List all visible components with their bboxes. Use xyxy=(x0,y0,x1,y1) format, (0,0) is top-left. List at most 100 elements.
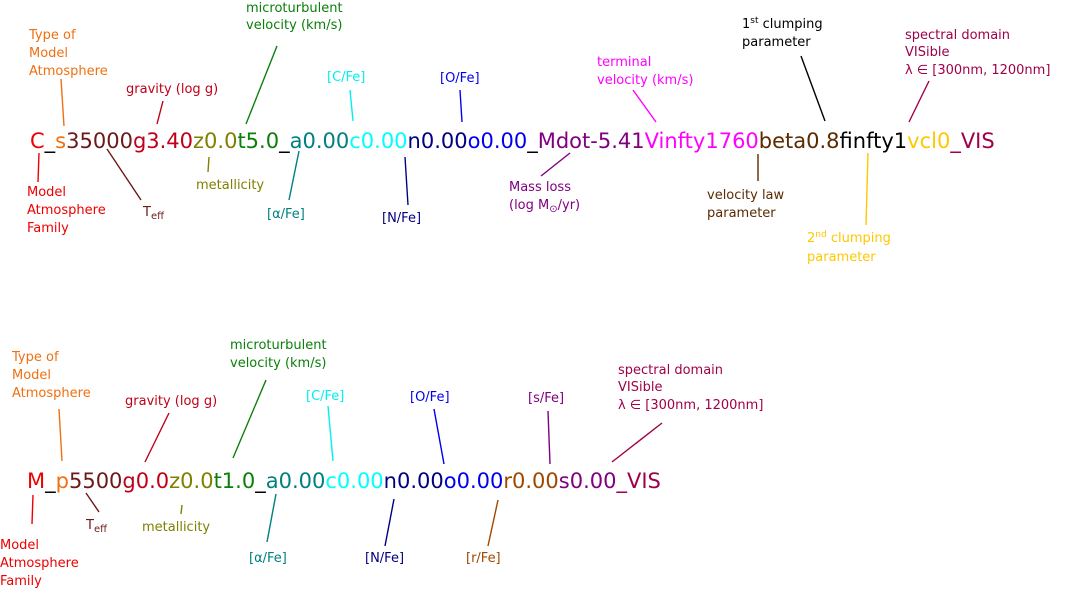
leader-line xyxy=(487,499,499,547)
leader-line xyxy=(288,150,300,201)
label-line: microturbulent xyxy=(230,338,327,353)
annotation-spectral-domain: spectral domain VISible λ ∈ [300nm, 1200… xyxy=(905,28,1050,123)
leader-line xyxy=(106,148,142,201)
leader-line xyxy=(459,89,463,123)
code-segment-sfe: s0.00 xyxy=(559,469,617,493)
code-segment-vis: _VIS xyxy=(615,469,660,494)
static-model-code-string: M_p5500g0.0z0.0t1.0_a0.00c0.00n0.00o0.00… xyxy=(27,469,661,494)
annotation-metallicity: metallicity xyxy=(196,156,264,193)
label-text: [r/Fe] xyxy=(466,551,501,566)
leader-line xyxy=(865,152,869,226)
annotation-second-clumping: 2nd clumping parameter xyxy=(807,152,891,265)
label-text: [N/Fe] xyxy=(382,211,421,226)
annotation-s-fe: [s/Fe] xyxy=(528,391,564,465)
annotation-gravity: gravity (log g) xyxy=(125,394,217,463)
annotation-c-fe: [C/Fe] xyxy=(306,389,344,462)
code-segment-microturb: t5.0 xyxy=(237,129,279,153)
label-text: gravity (log g) xyxy=(125,394,217,409)
leader-line xyxy=(540,152,571,177)
leader-line xyxy=(85,492,100,513)
code-segment-alpha: a0.00 xyxy=(290,129,350,153)
label-text: [N/Fe] xyxy=(365,551,404,566)
code-segment-family: M xyxy=(27,469,45,493)
annotation-terminal-velocity: terminal velocity (km/s) xyxy=(597,55,693,123)
label-line: 2nd clumping xyxy=(807,230,891,246)
annotation-metallicity: metallicity xyxy=(142,504,210,535)
leader-line xyxy=(37,152,40,183)
label-text: Teff xyxy=(85,518,108,535)
leader-line xyxy=(60,78,65,127)
code-segment-gravity: g3.40 xyxy=(133,129,193,153)
label-text: clumping xyxy=(759,17,823,32)
label-line: Family xyxy=(0,574,42,589)
label-text: clumping xyxy=(827,231,891,246)
leader-line xyxy=(611,422,663,463)
label-line: spectral domain xyxy=(618,363,723,378)
code-segment-teff: 35000 xyxy=(66,129,133,153)
annotation-microturbulent: microturbulent velocity (km/s) xyxy=(230,338,327,459)
label-line: Model xyxy=(12,368,51,383)
code-segment-microturb: t1.0 xyxy=(214,469,256,493)
label-line: parameter xyxy=(807,250,876,265)
label-line: spectral domain xyxy=(905,28,1010,43)
leader-line xyxy=(632,89,657,123)
annotation-r-fe: [r/Fe] xyxy=(466,499,501,566)
annotation-velocity-law: velocity law parameter xyxy=(707,154,785,221)
label-line: Atmosphere xyxy=(29,64,108,79)
code-segment-vis: _VIS xyxy=(949,129,994,154)
label-line: Atmosphere xyxy=(27,203,106,218)
annotation-o-fe: [O/Fe] xyxy=(440,71,480,123)
leader-line xyxy=(58,408,63,462)
code-segment-family: C xyxy=(30,129,45,153)
annotation-first-clumping: 1st clumping parameter xyxy=(742,16,826,122)
label-line: terminal xyxy=(597,55,651,70)
label-line: λ ∈ [300nm, 1200nm] xyxy=(905,63,1050,78)
label-line: 1st clumping xyxy=(742,16,823,32)
code-segment-massloss: Mdot-5.41 xyxy=(538,129,645,153)
label-line: VISible xyxy=(618,380,662,395)
annotation-spectral-domain: spectral domain VISible λ ∈ [300nm, 1200… xyxy=(611,363,763,463)
label-text: gravity (log g) xyxy=(126,82,218,97)
annotation-type-of-model: Type of Model Atmosphere xyxy=(11,350,91,462)
leader-line xyxy=(245,45,278,125)
label-line: Model xyxy=(27,185,66,200)
code-segment-vcl: vcl0 xyxy=(907,129,950,153)
label-line: Family xyxy=(27,221,69,236)
teff-subscript: eff xyxy=(94,524,108,535)
label-line: Atmosphere xyxy=(0,556,79,571)
label-line: Model xyxy=(29,46,68,61)
code-segment-metallicity: z0.0 xyxy=(169,469,213,493)
label-line: VISible xyxy=(905,45,949,60)
label-line: (log M⊙/yr) xyxy=(509,198,580,215)
label-line: λ ∈ [300nm, 1200nm] xyxy=(618,398,763,413)
code-segment-nitrogen: n0.00 xyxy=(408,129,468,153)
code-segment-gravity: g0.0 xyxy=(122,469,169,493)
leader-line xyxy=(31,494,34,525)
code-segment-oxygen: o0.00 xyxy=(468,129,528,153)
leader-line xyxy=(266,493,277,543)
annotation-n-fe: [N/Fe] xyxy=(382,156,421,226)
label-text: Teff xyxy=(142,205,165,222)
label-line: Mass loss xyxy=(509,180,571,195)
label-line: parameter xyxy=(742,35,811,50)
code-segment-alpha: a0.00 xyxy=(266,469,326,493)
code-segment-vinfty: Vinfty1760 xyxy=(645,129,759,153)
ordinal-suffix: st xyxy=(750,16,759,26)
label-text: [α/Fe] xyxy=(267,207,305,222)
label-line: microturbulent xyxy=(246,1,343,16)
label-line: velocity (km/s) xyxy=(597,73,693,88)
label-line: parameter xyxy=(707,206,776,221)
label-line: Atmosphere xyxy=(12,386,91,401)
code-segment-beta: beta0.8 xyxy=(759,129,840,153)
ordinal-suffix: nd xyxy=(815,230,826,240)
leader-line xyxy=(180,504,183,515)
leader-line xyxy=(547,410,551,465)
ordinal-number: 1 xyxy=(742,17,750,32)
annotation-teff: Teff xyxy=(106,148,165,222)
label-text: [α/Fe] xyxy=(249,551,287,566)
label-line: velocity (km/s) xyxy=(230,356,326,371)
annotation-microturbulent: microturbulent velocity (km/s) xyxy=(245,1,343,125)
sun-symbol-icon: ⊙ xyxy=(549,204,557,215)
teff-subscript: eff xyxy=(151,211,165,222)
code-segment-metallicity: z0.0 xyxy=(193,129,237,153)
